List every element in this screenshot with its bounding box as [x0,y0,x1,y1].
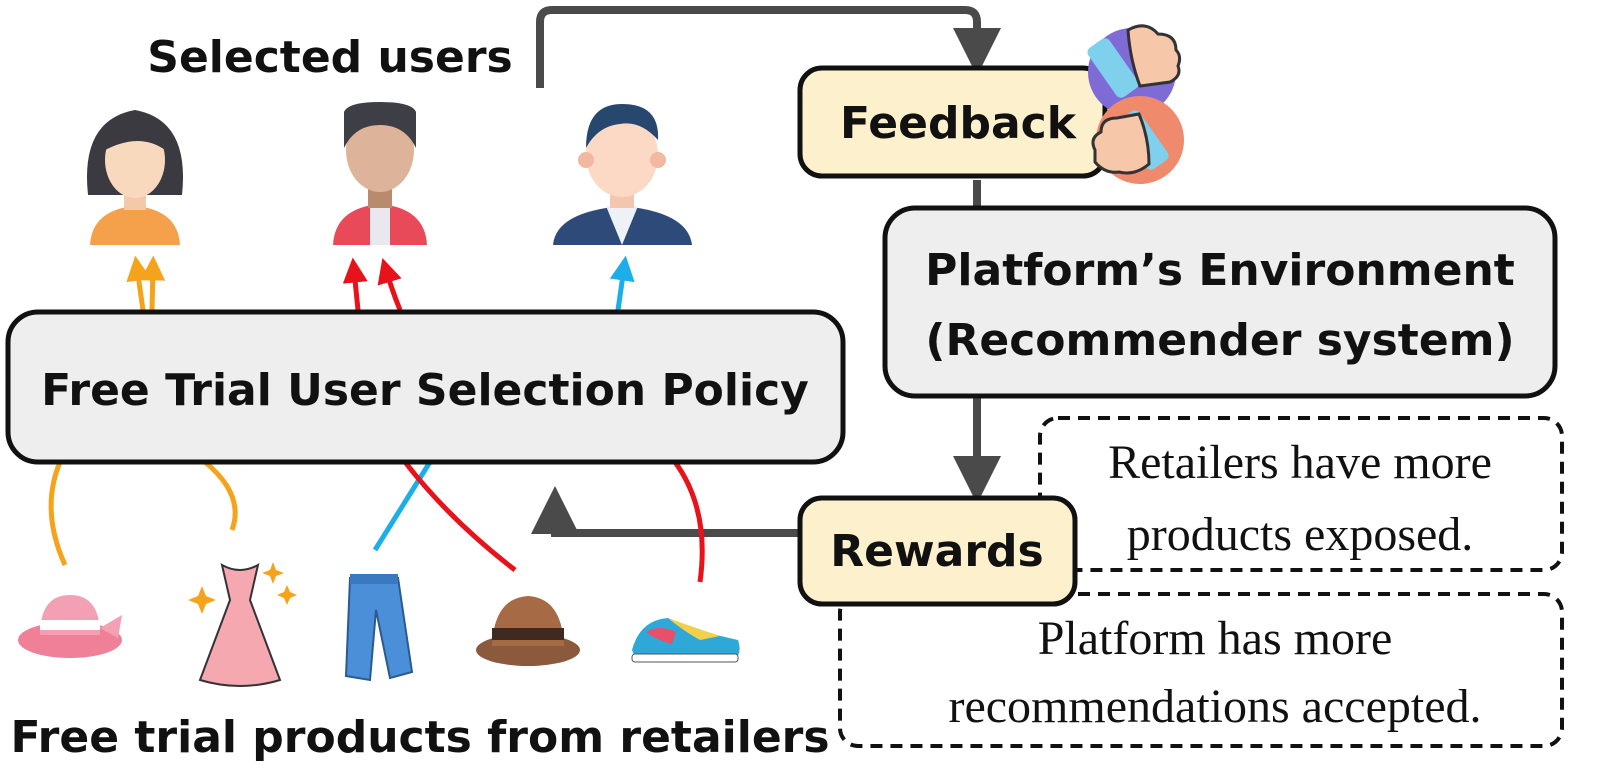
rewards-to-policy-arrow [531,486,800,537]
policy-to-woman-arrow [140,255,166,311]
retailers-reward-line1: Retailers have more [1108,436,1492,489]
product-to-policy-curve [403,460,517,572]
environment-label-line1: Platform’s Environment [925,245,1515,296]
businessman-user-icon [553,104,692,245]
policy-to-woman-arrow [126,255,152,311]
woman-user-icon [86,110,184,245]
users-to-feedback-arrow [536,6,1001,88]
man-user-icon [333,102,427,245]
sun-hat-icon [18,595,122,658]
rewards-box [797,495,1078,607]
product-to-policy-curve [203,460,238,531]
policy-to-man-arrow [377,258,403,311]
platform-reward-line1: Platform has more [1038,612,1393,665]
feedback-label: Feedback [840,98,1078,149]
fedora-hat-icon [476,596,580,666]
rewards-label: Rewards [830,526,1043,577]
retailers-reward-box [1038,416,1564,572]
sneaker-icon [631,618,740,663]
policy-box [5,309,846,465]
policy-to-businessman-arrow [609,255,635,311]
policy-label: Free Trial User Selection Policy [41,365,809,416]
dress-icon [188,562,297,687]
environment-label-line2: (Recommender system) [925,315,1514,366]
product-to-policy-curve [372,460,433,552]
retailers-reward-line2: products exposed. [1127,508,1474,561]
platform-reward-box [838,592,1564,748]
thumbs-feedback-icon [1087,24,1184,184]
environment-box [882,205,1558,399]
policy-to-man-arrow [342,257,368,311]
product-to-policy-curve [672,460,705,583]
platform-reward-line2: recommendations accepted. [948,680,1481,733]
products-heading: Free trial products from retailers [10,712,829,763]
product-to-policy-curve [48,461,68,567]
selected-users-heading: Selected users [147,32,512,83]
jeans-icon [344,574,414,682]
